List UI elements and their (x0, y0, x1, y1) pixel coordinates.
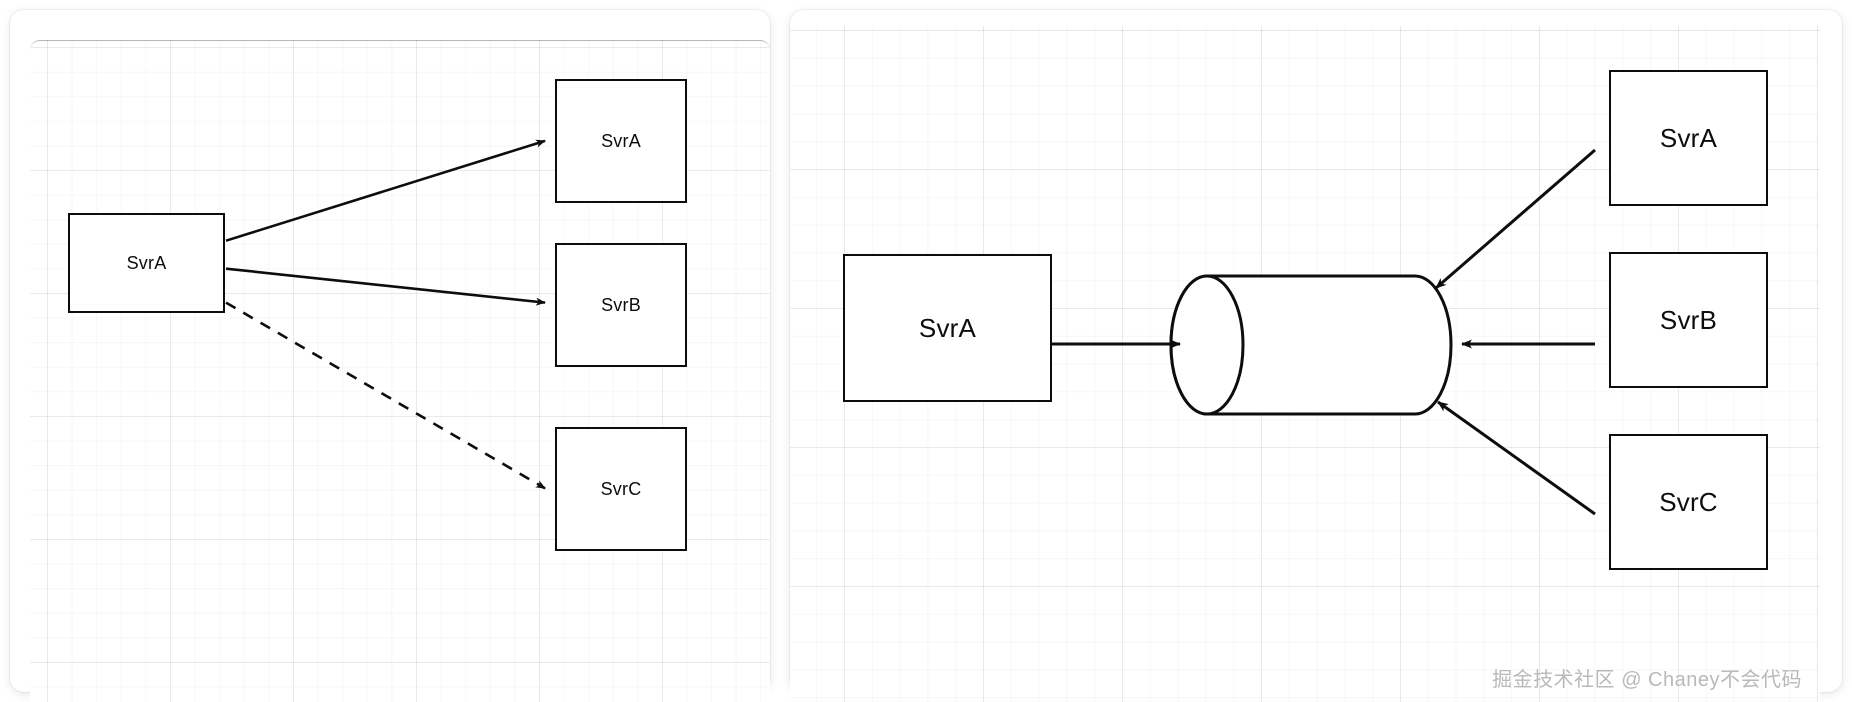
node-label: SvrC (600, 478, 642, 499)
node-left-target-svrc[interactable]: SvrC (555, 427, 687, 551)
node-label: SvrA (918, 312, 977, 343)
edge-svra-right-to-datastore (1435, 148, 1596, 290)
node-label: SvrB (601, 294, 641, 315)
edge-srcA-to-dstB (225, 267, 546, 306)
node-label: SvrA (1659, 122, 1718, 153)
datastore-cylinder-icon[interactable] (1169, 274, 1453, 416)
left-diagram-canvas[interactable]: SvrA SvrA SvrB SvrC (30, 40, 770, 702)
node-left-source-svra[interactable]: SvrA (68, 213, 225, 313)
node-label: SvrA (601, 130, 641, 151)
edge-srcA-to-dstA (225, 139, 546, 242)
watermark-text: 掘金技术社区 @ Chaney不会代码 (1492, 669, 1802, 691)
node-right-svra[interactable]: SvrA (1609, 70, 1768, 206)
node-label: SvrC (1659, 486, 1718, 517)
node-left-target-svra[interactable]: SvrA (555, 79, 687, 203)
node-right-source-svra[interactable]: SvrA (843, 254, 1052, 402)
right-diagram-canvas[interactable]: SvrA SvrA SvrB SvrC 掘金技术社区 @ Chaney不会代码 (790, 26, 1820, 702)
right-diagram-card: SvrA SvrA SvrB SvrC 掘金技术社区 @ Chaney不会代码 (790, 10, 1842, 702)
node-label: SvrB (1659, 304, 1718, 335)
left-diagram-card: SvrA SvrA SvrB SvrC (10, 10, 770, 702)
node-right-svrb[interactable]: SvrB (1609, 252, 1768, 388)
edge-svrc-to-datastore (1437, 400, 1596, 516)
edge-srcA-to-dstC (225, 301, 546, 490)
node-left-target-svrb[interactable]: SvrB (555, 243, 687, 367)
node-label: SvrA (126, 252, 167, 273)
node-right-svrc[interactable]: SvrC (1609, 434, 1768, 570)
